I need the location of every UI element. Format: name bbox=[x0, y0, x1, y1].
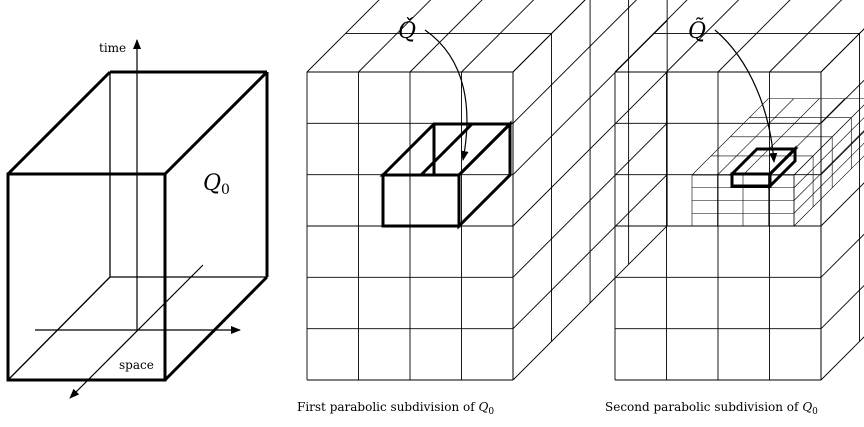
grid-line bbox=[614, 0, 688, 73]
grid-line bbox=[512, 20, 668, 175]
grid-line bbox=[512, 174, 668, 329]
pointer-label-panel-2: Q̌ bbox=[398, 18, 416, 44]
grid-line bbox=[512, 71, 668, 227]
space-axis-label: space bbox=[119, 358, 154, 372]
grid-line bbox=[820, 182, 864, 227]
grid-line bbox=[820, 79, 864, 124]
grid-line bbox=[306, 0, 380, 73]
grid-line bbox=[358, 0, 432, 73]
grid-line bbox=[409, 0, 483, 73]
caption-text-panel-3: Second parabolic subdivision of bbox=[605, 400, 800, 414]
pointer-arrow-panel-3 bbox=[714, 29, 778, 163]
grid-line bbox=[769, 0, 843, 73]
grid-line bbox=[512, 0, 637, 124]
grid-line bbox=[793, 104, 864, 176]
caption-panel-3: Second parabolic subdivision of Q0 bbox=[605, 400, 818, 417]
subdivision-grid-panel-2 bbox=[306, 0, 668, 381]
grid-line bbox=[820, 28, 864, 73]
caption-text-panel-2: First parabolic subdivision of bbox=[297, 400, 476, 414]
cube-front-edges bbox=[6, 70, 269, 382]
grid-line bbox=[512, 122, 668, 278]
cube-label-main: Q bbox=[203, 171, 221, 196]
panel-3-second-subdivision: Q̃ Second parabolic subdivision of Q0 bbox=[605, 0, 864, 417]
cube-label: Q0 bbox=[203, 171, 230, 198]
panel-1-cube: time space Q0 bbox=[6, 39, 269, 399]
grid-line bbox=[717, 0, 791, 73]
time-axis-label: time bbox=[99, 41, 126, 55]
grid-line bbox=[793, 142, 864, 214]
caption-math-sub-panel-2: 0 bbox=[488, 407, 494, 417]
grid-line bbox=[820, 285, 864, 329]
grid-line bbox=[512, 225, 668, 381]
pointer-label-panel-3: Q̃ bbox=[688, 18, 706, 44]
grid-line bbox=[793, 117, 864, 188]
grid-line bbox=[820, 336, 864, 381]
grid-line bbox=[512, 0, 586, 73]
grid-line bbox=[820, 233, 864, 278]
grid-line bbox=[461, 0, 535, 73]
highlighted-subcube-panel-2 bbox=[379, 120, 514, 230]
grid-line bbox=[717, 98, 795, 176]
caption-panel-2: First parabolic subdivision of Q0 bbox=[297, 400, 494, 417]
space-label-bg bbox=[116, 355, 160, 373]
grid-line bbox=[793, 155, 864, 227]
caption-math-panel-2: Q bbox=[479, 400, 489, 414]
grid-line bbox=[666, 0, 740, 73]
pointer-arrow-panel-2 bbox=[424, 29, 469, 161]
space-axis-depth bbox=[69, 264, 204, 399]
cube-label-sub: 0 bbox=[221, 182, 230, 198]
panel-2-first-subdivision: Q̌ First parabolic subdivision of Q0 bbox=[297, 0, 668, 417]
caption-math-sub-panel-3: 0 bbox=[812, 407, 818, 417]
highlighted-subcube-panel-3 bbox=[728, 145, 799, 190]
grid-line bbox=[820, 131, 864, 175]
time-label-bg bbox=[95, 40, 133, 56]
grid-line bbox=[793, 130, 864, 201]
grid-line bbox=[742, 98, 820, 176]
caption-math-panel-3: Q bbox=[802, 400, 812, 414]
grid-line bbox=[691, 98, 769, 176]
